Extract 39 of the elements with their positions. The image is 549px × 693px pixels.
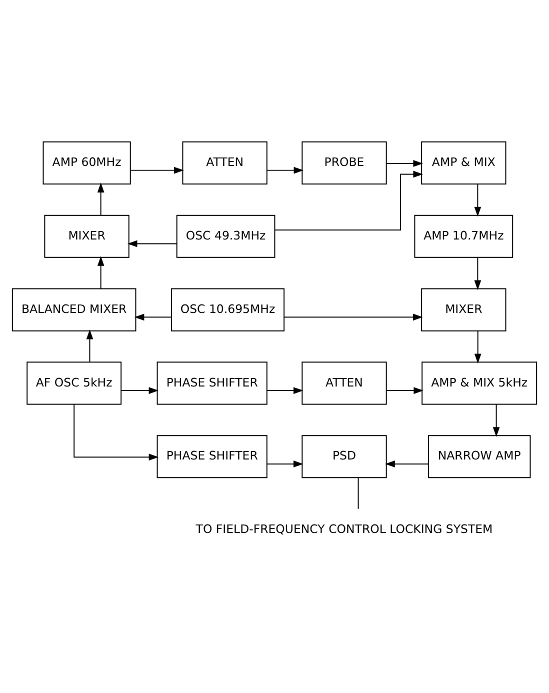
arrow	[474, 330, 482, 364]
node-box: ATTEN	[302, 362, 387, 405]
node-box: AF OSC 5kHz	[26, 362, 122, 405]
arrow	[386, 160, 424, 167]
arrow	[266, 460, 304, 468]
node-box: MIXER	[44, 214, 130, 258]
arrow	[120, 387, 159, 394]
node-text: TO FIELD-FREQUENCY CONTROL LOCKING SYSTEM	[196, 522, 493, 536]
arrow	[134, 314, 172, 321]
connector	[358, 477, 359, 510]
arrow	[492, 404, 500, 437]
node-box: AMP 60MHz	[42, 141, 131, 184]
arrow	[284, 314, 423, 321]
node-box: PHASE SHIFTER	[156, 362, 268, 405]
node-box: AMP & MIX 5kHz	[422, 362, 538, 405]
node-box: AMP & MIX	[421, 141, 506, 184]
arrow	[97, 182, 104, 216]
arrow	[474, 184, 482, 217]
arrow	[74, 404, 159, 461]
arrow	[274, 170, 424, 230]
arrow	[86, 330, 94, 362]
arrow	[385, 460, 429, 468]
arrow	[130, 166, 184, 174]
node-box: OSC 49.3MHz	[176, 214, 276, 258]
node-box: BALANCED MIXER	[12, 288, 136, 332]
arrow	[266, 387, 304, 394]
arrow	[386, 387, 424, 394]
arrow	[97, 256, 104, 290]
node-box: OSC 10.695MHz	[170, 288, 285, 332]
node-box: PROBE	[302, 141, 387, 184]
arrow	[266, 166, 304, 174]
node-box: NARROW AMP	[428, 435, 531, 478]
arrow	[474, 257, 482, 290]
node-box: MIXER	[421, 288, 506, 332]
node-box: AMP 10.7MHz	[414, 214, 514, 258]
node-box: PSD	[302, 435, 387, 478]
arrow	[127, 240, 178, 248]
node-box: ATTEN	[182, 141, 268, 184]
node-box: PHASE SHIFTER	[156, 435, 268, 478]
